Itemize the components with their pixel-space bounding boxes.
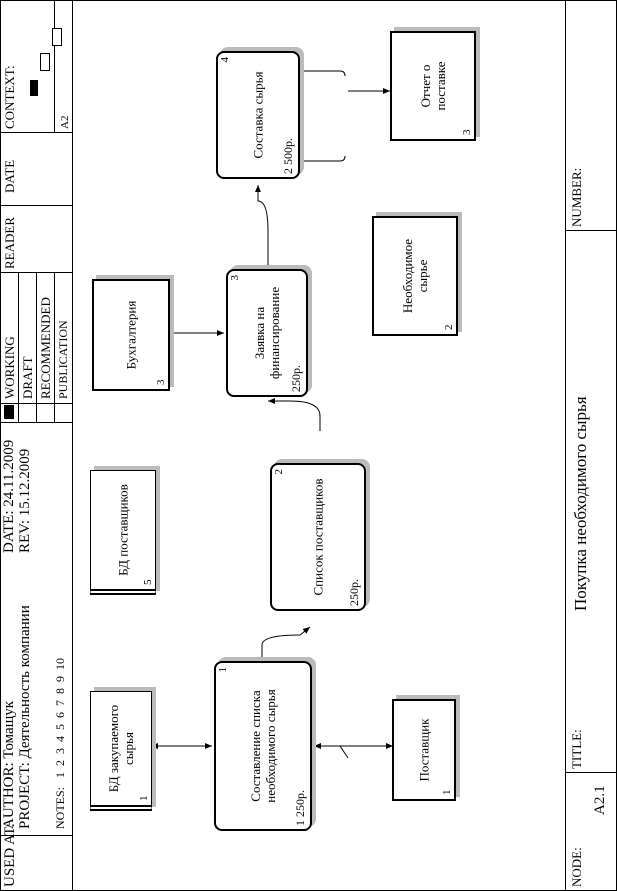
supplier-box[interactable]: Поставщик 1	[392, 699, 456, 801]
activity-1-left-num: 1	[293, 820, 307, 826]
db-purchase-label: БД закупаемого сырья	[106, 704, 136, 793]
report-num: 3	[461, 129, 473, 136]
activity-4-num: 4	[219, 57, 231, 63]
report-label: Отчет о поставке	[418, 61, 448, 111]
activity-4-left-num: 2	[281, 168, 295, 174]
activity-3-num: 3	[229, 275, 241, 281]
db-suppliers-box[interactable]: БД поставщиков 5	[90, 470, 156, 595]
needed-raw-label: Необходимое сырье	[400, 238, 430, 314]
report-box[interactable]: Отчет о поставке 3	[390, 31, 476, 141]
db-purchase-box[interactable]: БД закупаемого сырья 1	[90, 691, 152, 811]
activity-4-cost: 2 500р.	[281, 138, 296, 174]
needed-raw-box[interactable]: Необходимое сырье 2	[372, 216, 458, 336]
accounting-num: 3	[155, 379, 167, 386]
arrow-activity2-activity3	[268, 398, 321, 431]
supplier-label: Поставщик	[416, 718, 432, 782]
needed-raw-num: 2	[443, 324, 455, 331]
arrow-activity3-activity4	[255, 185, 269, 275]
arrow-tunnel-tick	[339, 745, 349, 759]
db-suppliers-num: 5	[142, 579, 154, 586]
activity-1-cost-value: 250р.	[293, 790, 307, 817]
activity-1-box[interactable]: Составление списка необходимого сырья 1 …	[214, 661, 312, 831]
db-suppliers-label: БД поставщиков	[115, 484, 131, 576]
activity-3-label: Заявка на финансирование	[252, 286, 282, 380]
supplier-num: 1	[441, 789, 453, 796]
activity-4-box[interactable]: Составка сырья 2 500р. 4	[216, 51, 300, 179]
activity-3-box[interactable]: Заявка на финансирование 250р. 3	[226, 269, 308, 397]
accounting-box[interactable]: Бухгалтерия 3	[92, 279, 170, 391]
activity-3-cost: 250р.	[289, 365, 303, 392]
activity-4-cost-value: 500р.	[281, 138, 295, 165]
activity-2-label: Список поставщиков	[310, 478, 326, 596]
arrow-activity4-report-upper	[300, 70, 346, 77]
arrow-activity1-activity2	[261, 626, 311, 663]
activity-1-num: 1	[217, 667, 229, 673]
activity-2-num: 2	[273, 469, 285, 475]
activity-4-label: Составка сырья	[250, 71, 266, 159]
activity-1-cost: 1 250р.	[293, 790, 308, 826]
arrow-activity4-report-lower	[300, 155, 346, 162]
activity-1-label: Составление списка необходимого сырья	[248, 689, 278, 803]
accounting-label: Бухгалтерия	[123, 300, 139, 370]
activity-2-box[interactable]: Список поставщиков 250р. 2	[270, 463, 366, 611]
db-purchase-num: 1	[138, 795, 150, 802]
activity-2-cost: 250р.	[347, 579, 361, 606]
